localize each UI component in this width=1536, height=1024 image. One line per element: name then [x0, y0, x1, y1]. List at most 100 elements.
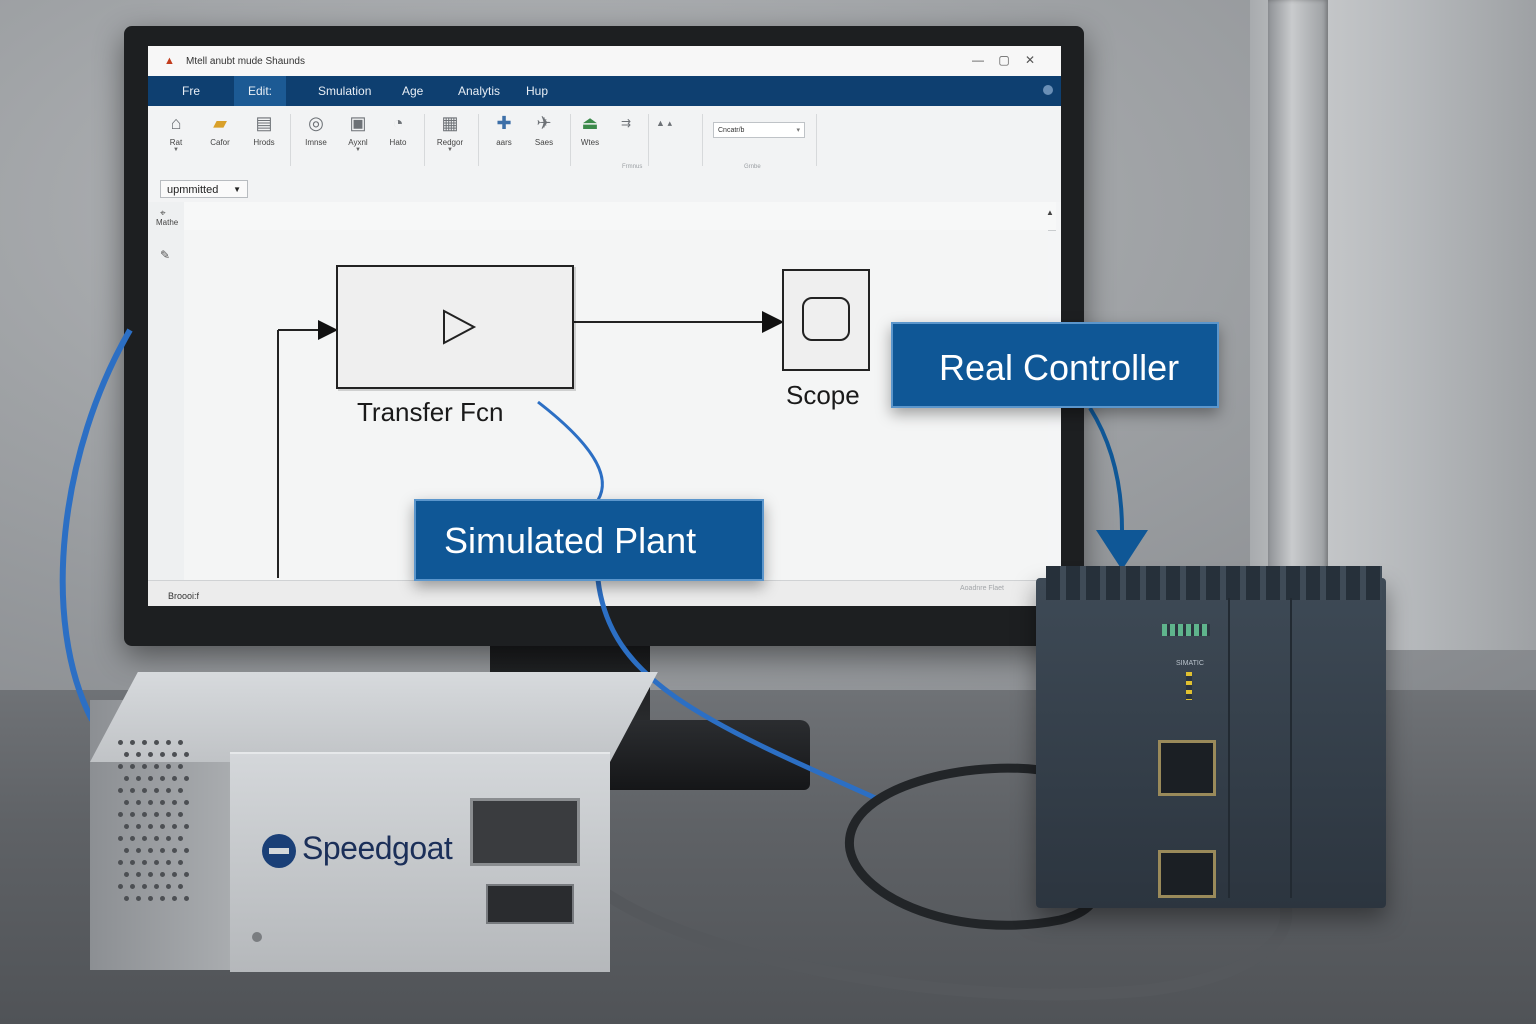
- vent-hole: [124, 776, 129, 781]
- section-label: Frmnus: [622, 164, 643, 170]
- transfer-fcn-block[interactable]: [336, 265, 574, 389]
- vent-hole: [148, 896, 153, 901]
- chevron-down-icon: ▼: [447, 147, 453, 153]
- menu-file[interactable]: Fre: [182, 84, 200, 98]
- vent-hole: [118, 884, 123, 889]
- window-titlebar: ▲ Mtell anubt mude Shaunds — ▢ ✕: [148, 46, 1061, 76]
- help-icon[interactable]: [1043, 85, 1053, 95]
- tool-up[interactable]: ▲ ▴: [642, 112, 686, 172]
- vent-hole: [136, 752, 141, 757]
- vent-hole: [124, 824, 129, 829]
- tool-step[interactable]: ✚ aars: [482, 112, 526, 172]
- vent-hole: [118, 740, 123, 745]
- vent-hole: [148, 848, 153, 853]
- up-icon: ▲ ▴: [656, 118, 672, 128]
- scope-label: Scope: [786, 380, 860, 410]
- plc-ethernet-port[interactable]: [1158, 740, 1216, 796]
- arrow-icon: ⇉: [620, 116, 632, 130]
- vent-hole: [154, 860, 159, 865]
- vent-hole: [142, 764, 147, 769]
- plc-module-divider: [1290, 598, 1292, 898]
- vent-hole: [124, 752, 129, 757]
- model-bar: upmmitted ▼: [148, 176, 1061, 202]
- speedgoat-target-machine: Speedgoat: [230, 752, 610, 972]
- vent-hole: [130, 884, 135, 889]
- menu-apps[interactable]: Age: [402, 84, 424, 98]
- vent-hole: [142, 836, 147, 841]
- vent-hole: [148, 752, 153, 757]
- chevron-down-icon: ▼: [233, 185, 241, 194]
- folder-icon: ▰: [213, 113, 227, 133]
- tool-open[interactable]: ▰ Cafor: [198, 112, 242, 172]
- pin-icon[interactable]: ⌖: [160, 208, 166, 219]
- vent-hole: [154, 788, 159, 793]
- tool-library[interactable]: ◎ Imnse: [294, 112, 338, 172]
- speedgoat-logo-icon: [262, 834, 296, 868]
- vent-hole: [124, 872, 129, 877]
- vent-hole: [148, 824, 153, 829]
- maximize-button[interactable]: ▢: [998, 53, 1010, 67]
- vent-hole: [178, 812, 183, 817]
- vent-hole: [172, 848, 177, 853]
- close-button[interactable]: ✕: [1024, 53, 1036, 67]
- tool-run[interactable]: ✈ Saes: [522, 112, 566, 172]
- output-arrowhead: [762, 311, 784, 333]
- pencil-icon[interactable]: ✎: [160, 248, 171, 262]
- usb-port[interactable]: [486, 884, 574, 924]
- vent-hole: [160, 848, 165, 853]
- library-icon: ◎: [308, 113, 324, 133]
- grid-icon: ▦: [441, 113, 459, 133]
- toolstrip-separator: [478, 114, 479, 166]
- tool-arrow[interactable]: ⇉: [604, 112, 648, 172]
- tool-grid[interactable]: ▦ Redgor ▼: [428, 112, 472, 172]
- section-label: Grnbe: [744, 164, 761, 170]
- tool-label: Ayxnl: [348, 138, 368, 147]
- tool-gauge[interactable]: ◔ Hato: [376, 112, 420, 172]
- plant-pointer-line: [537, 400, 604, 501]
- palette-label: Mathe: [156, 218, 179, 227]
- simulated-plant-callout: Simulated Plant: [414, 499, 764, 581]
- status-right: Aoadnre Flaet: [960, 585, 1004, 592]
- run-icon: ✈: [536, 113, 552, 133]
- status-text: Broooi:f: [168, 591, 200, 601]
- model-dropdown[interactable]: upmmitted ▼: [160, 180, 248, 198]
- vent-hole: [178, 860, 183, 865]
- toolstrip-separator: [702, 114, 703, 166]
- tool-view[interactable]: ⏏ Wtes: [568, 112, 612, 172]
- plc-ethernet-port[interactable]: [1158, 850, 1216, 898]
- home-icon: ⌂: [170, 113, 182, 133]
- tool-save[interactable]: ▤ Hrods: [242, 112, 286, 172]
- tool-home[interactable]: ⌂ Rat ▼: [154, 112, 198, 172]
- vent-hole: [178, 884, 183, 889]
- vent-hole: [154, 764, 159, 769]
- solver-combo[interactable]: Cncatr/b ▾: [713, 122, 805, 138]
- minimize-button[interactable]: —: [972, 53, 984, 67]
- vent-hole: [184, 800, 189, 805]
- chevron-down-icon: ▾: [796, 127, 800, 134]
- menu-edit[interactable]: Edit:: [234, 76, 287, 106]
- vent-hole: [166, 788, 171, 793]
- menu-help[interactable]: Hup: [526, 84, 549, 98]
- vent-grid: [118, 740, 208, 920]
- vent-hole: [184, 776, 189, 781]
- vent-hole: [160, 752, 165, 757]
- vent-hole: [184, 752, 189, 757]
- ethernet-port[interactable]: [470, 798, 580, 866]
- vent-hole: [124, 800, 129, 805]
- vent-hole: [166, 860, 171, 865]
- vent-hole: [124, 896, 129, 901]
- scroll-arrow-icon[interactable]: ▲: [1046, 208, 1054, 217]
- vent-hole: [178, 788, 183, 793]
- menu-analysis[interactable]: Analytis: [458, 84, 501, 98]
- tool-label: Saes: [534, 138, 554, 147]
- vent-hole: [154, 812, 159, 817]
- real-controller-callout: Real Controller: [891, 322, 1219, 408]
- scope-block[interactable]: [782, 269, 870, 371]
- vent-hole: [148, 872, 153, 877]
- vent-hole: [136, 800, 141, 805]
- menu-simulation[interactable]: Smulation: [318, 84, 372, 98]
- vent-hole: [154, 884, 159, 889]
- tool-clipboard[interactable]: ▣ Ayxnl ▼: [336, 112, 380, 172]
- combo-value: Cncatr/b: [718, 127, 745, 134]
